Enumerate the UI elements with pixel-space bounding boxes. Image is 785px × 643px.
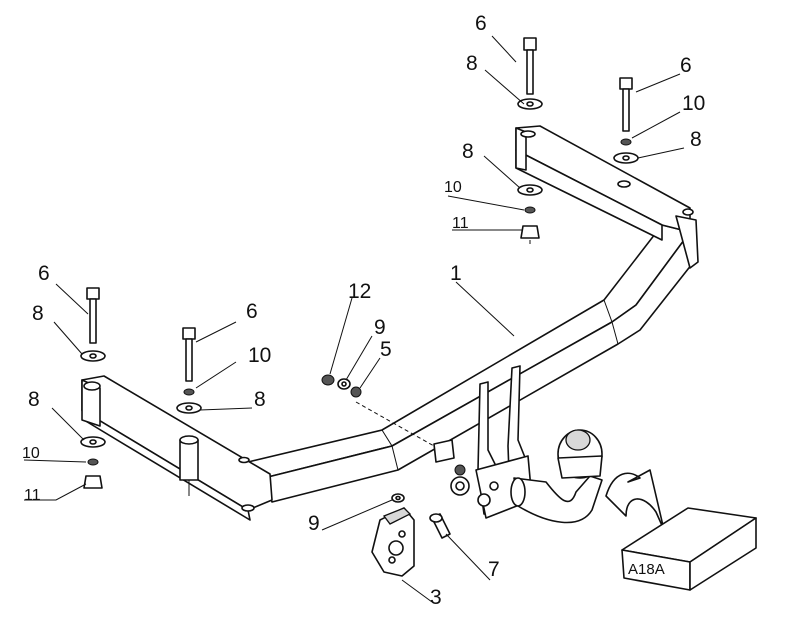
bolt-7	[429, 513, 451, 539]
bolt-stack-left-rear	[80, 287, 106, 489]
callout-10: 10	[22, 445, 40, 462]
callout-8: 8	[28, 388, 40, 411]
tow-hook-assembly	[450, 365, 603, 524]
left-side-bracket	[81, 375, 273, 521]
callout-6: 6	[246, 300, 258, 323]
right-side-bracket	[515, 125, 699, 269]
crossbar-beam	[247, 224, 693, 503]
package-box: A18A	[621, 507, 757, 591]
washer-9-lower	[391, 493, 405, 503]
bolt-stack-right-rear	[517, 37, 543, 244]
package-label: A18A	[628, 561, 665, 578]
callout-8: 8	[32, 302, 44, 325]
leader-lines	[23, 35, 685, 603]
callout-10: 10	[682, 92, 705, 115]
callout-3: 3	[430, 586, 442, 609]
callout-9: 9	[308, 512, 320, 535]
callout-8: 8	[466, 52, 478, 75]
fastener-set-12-9-5	[321, 374, 362, 398]
callout-7: 7	[488, 558, 500, 581]
callout-1: 1	[450, 262, 462, 285]
callout-numbers: 6 8 6 10 8 8 10 11 1 6 8 6 10 8 8 10 11 …	[22, 12, 705, 609]
callout-12: 12	[348, 280, 371, 303]
socket-plate	[371, 507, 415, 577]
callout-8: 8	[690, 128, 702, 151]
callout-10: 10	[248, 344, 271, 367]
curved-arrow-icon	[605, 469, 665, 531]
callout-10: 10	[444, 179, 462, 196]
callout-9: 9	[374, 316, 386, 339]
bolt-stack-left-front	[176, 327, 202, 414]
callout-11: 11	[24, 487, 41, 504]
callout-6: 6	[38, 262, 50, 285]
callout-5: 5	[380, 338, 392, 361]
callout-6: 6	[680, 54, 692, 77]
callout-8: 8	[462, 140, 474, 163]
callout-11: 11	[452, 215, 469, 232]
centre-plate	[355, 401, 455, 463]
bolt-stack-right-front	[613, 77, 639, 164]
callout-8: 8	[254, 388, 266, 411]
callout-6: 6	[475, 12, 487, 35]
